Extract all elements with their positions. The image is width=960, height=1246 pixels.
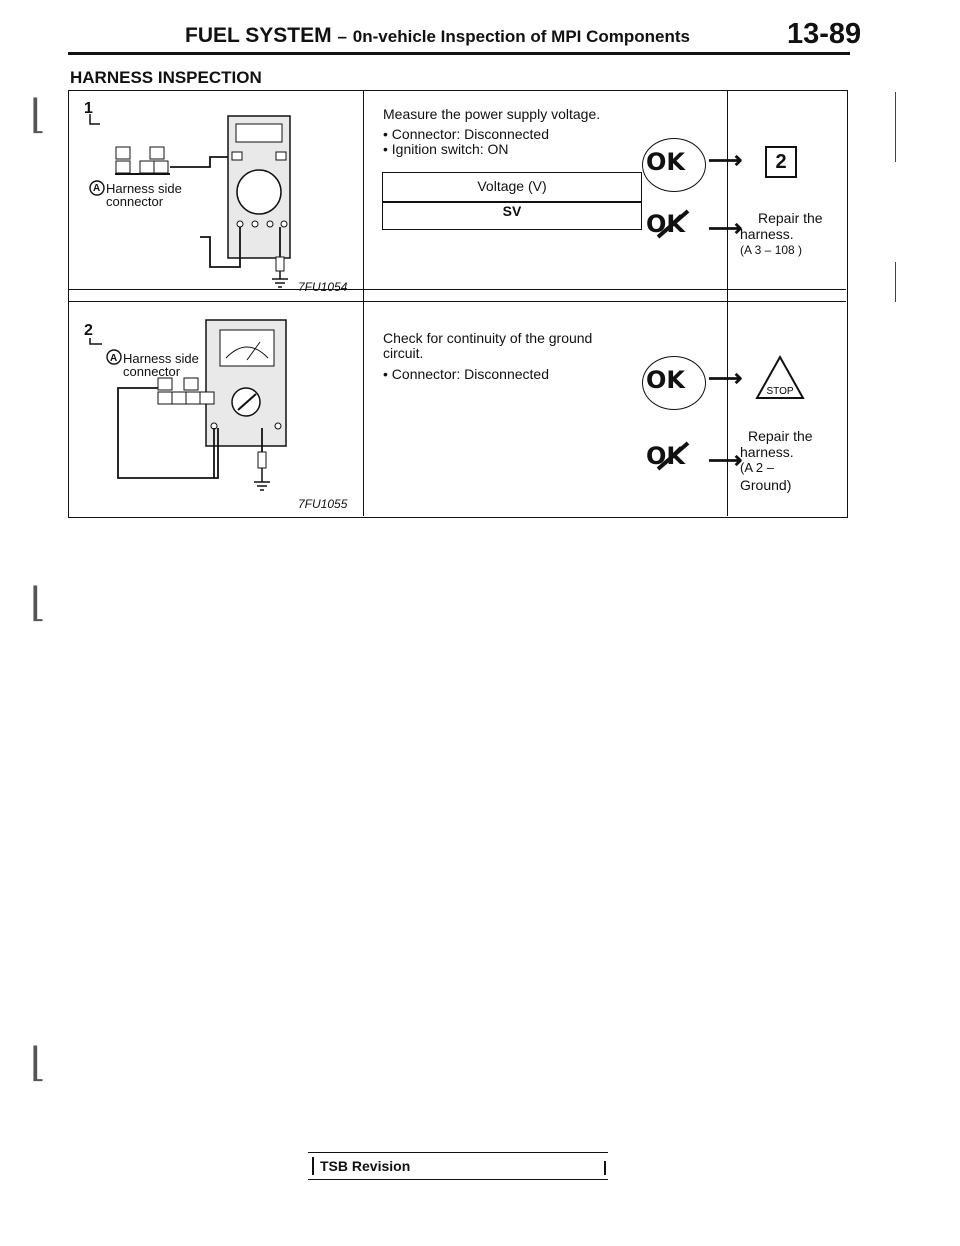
ok-icon: OK	[646, 148, 685, 176]
ok-icon: OK	[646, 366, 685, 394]
step-number: 1	[84, 100, 93, 117]
margin-line	[895, 262, 896, 302]
ng-strike-icon	[656, 209, 690, 239]
ng-strike-icon	[656, 441, 690, 471]
tsb-bar	[604, 1161, 606, 1175]
connector-label: Harness side	[106, 181, 182, 196]
connector-label-2: connector	[123, 364, 181, 379]
inspection-table	[68, 90, 848, 518]
result-text: (A 2 –	[740, 460, 774, 475]
multimeter-continuity-diagram	[89, 319, 287, 491]
ng-icon: OK	[646, 442, 685, 470]
arrow-right-icon: ⟶	[708, 365, 743, 392]
figure-code: 7FU1055	[298, 497, 348, 511]
ok-circle	[642, 356, 706, 410]
result-text: harness.	[740, 226, 794, 242]
condition-item: • Ignition switch: ON	[383, 141, 509, 157]
column-divider	[727, 91, 729, 516]
connector-badge: A	[110, 353, 118, 364]
voltage-table: Voltage (V) SV	[382, 172, 642, 230]
page-header-title: FUEL SYSTEM – 0n-vehicle Inspection of M…	[185, 24, 690, 48]
margin-line	[895, 92, 896, 162]
row-divider	[69, 289, 846, 291]
tsb-label: TSB Revision	[320, 1158, 411, 1174]
arrow-right-icon: ⟶	[708, 215, 743, 242]
margin-mark: ⌊	[30, 1040, 46, 1086]
condition-item: • Connector: Disconnected	[383, 366, 549, 382]
result-text: Ground)	[740, 477, 792, 493]
next-step-box: 2	[765, 146, 797, 178]
connector-badge: A	[93, 183, 101, 194]
step-number: 2	[84, 322, 93, 339]
table-value: SV	[502, 203, 522, 219]
stop-label: STOP	[766, 386, 793, 397]
result-text: harness.	[740, 444, 794, 460]
margin-mark: ⌊	[30, 580, 46, 626]
connector-label: Harness side	[123, 351, 199, 366]
ng-icon: OK	[646, 210, 685, 238]
header-rule	[68, 52, 850, 55]
section-title: HARNESS INSPECTION	[70, 68, 262, 87]
figure-code: 7FU1054	[298, 280, 348, 294]
table-header: Voltage (V)	[383, 173, 641, 203]
instruction: Check for continuity of the ground	[383, 330, 593, 346]
row-divider	[69, 301, 846, 303]
multimeter-voltage-diagram	[89, 114, 291, 288]
tsb-revision-box: TSB Revision	[308, 1152, 608, 1180]
condition-item: • Connector: Disconnected	[383, 126, 549, 142]
result-text: Repair the	[758, 210, 823, 226]
instruction: circuit.	[383, 345, 424, 361]
ok-circle	[642, 138, 706, 192]
margin-mark: ⌊	[30, 92, 46, 138]
arrow-right-icon: ⟶	[708, 147, 743, 174]
header-subtitle: 0n-vehicle Inspection of MPI Components	[352, 27, 690, 46]
system-name: FUEL SYSTEM	[185, 24, 332, 47]
header-dash: –	[337, 27, 347, 46]
result-text: (A 3 – 108 )	[740, 243, 803, 257]
instruction: Measure the power supply voltage.	[383, 106, 601, 122]
result-text: Repair the	[748, 428, 813, 444]
stop-triangle-icon: STOP	[755, 354, 805, 399]
tsb-bar	[312, 1157, 314, 1175]
connector-label-2: connector	[106, 194, 164, 209]
page-number: 13-89	[787, 18, 862, 50]
arrow-right-icon: ⟶	[708, 447, 743, 474]
column-divider	[363, 91, 365, 516]
